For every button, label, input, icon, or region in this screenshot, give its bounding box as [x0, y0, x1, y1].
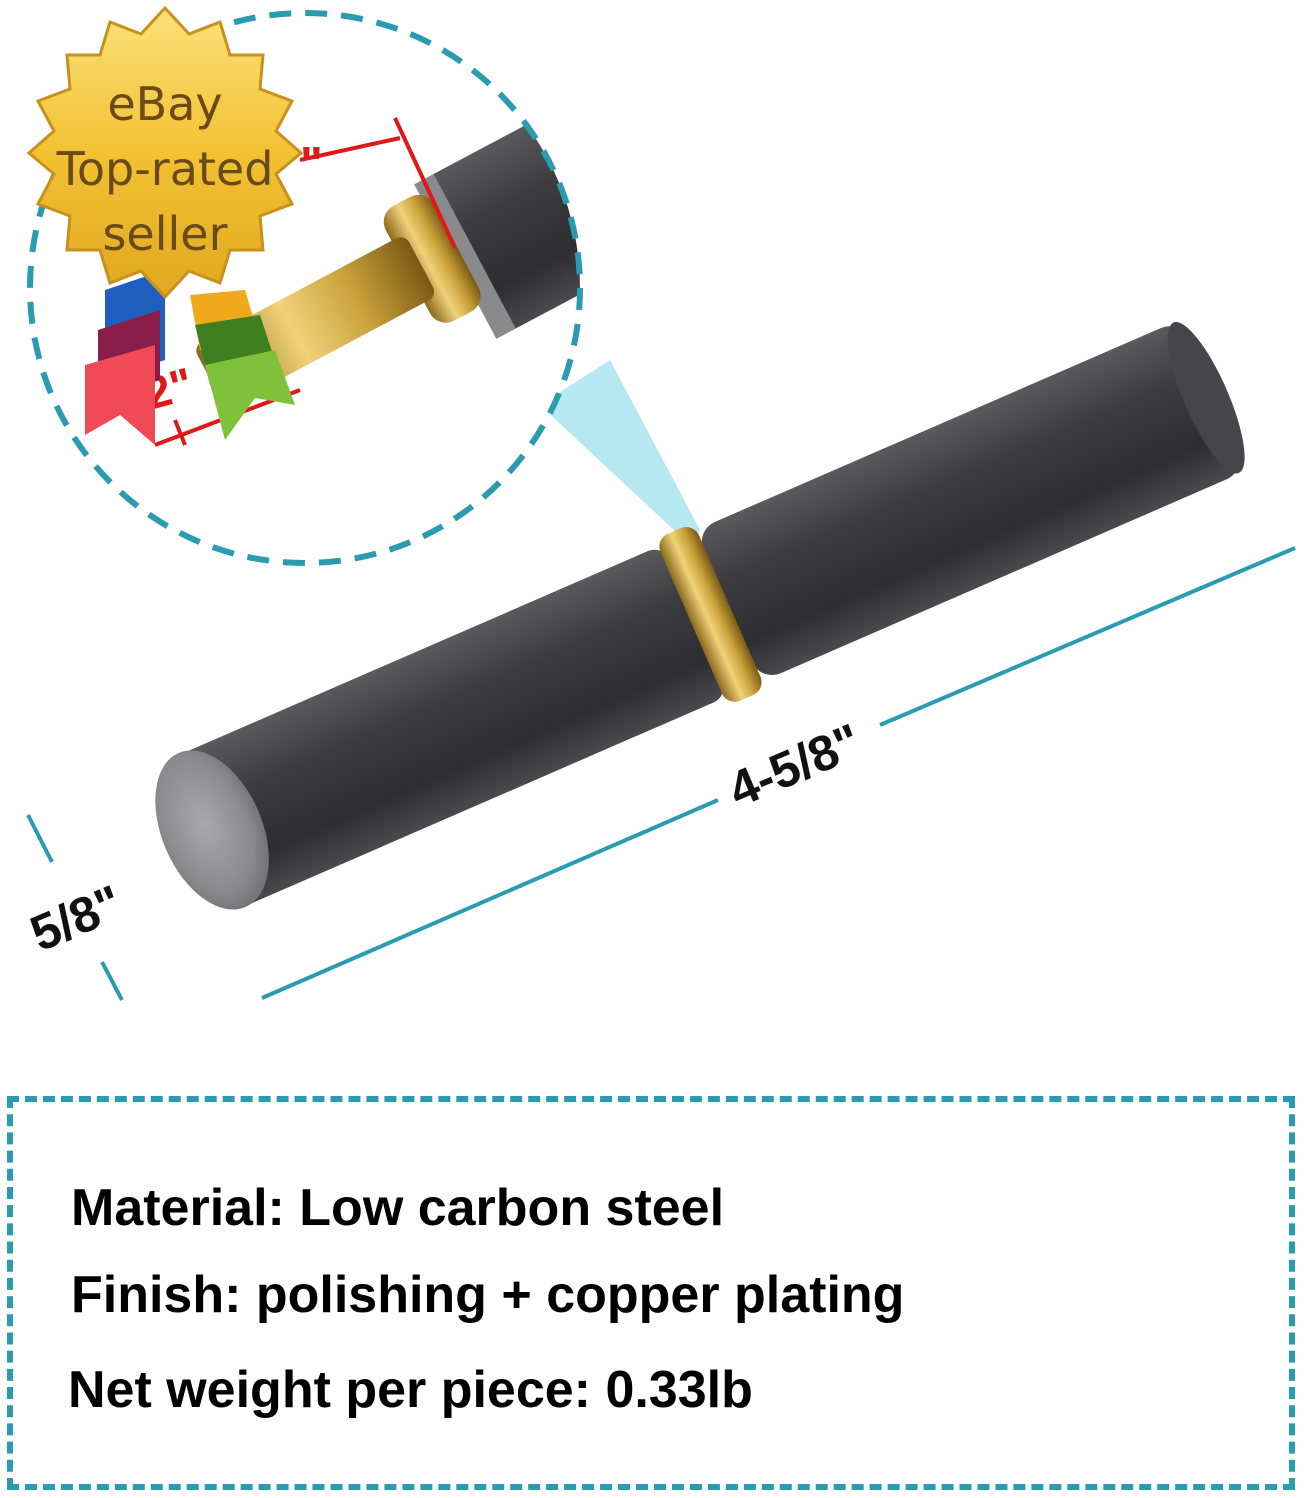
hinge-pin [155, 322, 1245, 910]
hinge-pin-illustration: " 1 2" 4-5/8" 5/8" [22, 5, 1296, 1001]
badge-seal [26, 5, 304, 300]
zoom-callout-wedge [540, 360, 700, 545]
diameter-label: 5/8" [22, 874, 130, 962]
zoom-dim-top: " [300, 138, 323, 191]
diameter-dimension-line [26, 814, 124, 1001]
right-barrel [701, 326, 1240, 676]
badge-line-1: eBay [107, 77, 222, 131]
brass-ring [659, 526, 762, 702]
specifications-box: Material: Low carbon steel Finish: polis… [7, 1096, 1295, 1490]
spec-finish: Finish: polishing + copper plating [71, 1266, 905, 1324]
spec-weight: Net weight per piece: 0.33lb [68, 1361, 753, 1419]
zoom-circle-border [27, 10, 583, 566]
spec-material: Material: Low carbon steel [71, 1179, 725, 1237]
badge-ribbon-left [85, 270, 165, 445]
badge-line-2: Top-rated [56, 142, 274, 196]
length-dimension-line [261, 546, 1296, 1000]
badge-ribbon-right [190, 290, 295, 440]
badge-line-3: seller [102, 207, 227, 261]
pin-end-face [155, 750, 269, 910]
length-label: 4-5/8" [720, 713, 869, 818]
left-barrel [167, 549, 724, 909]
top-rated-seller-badge: eBay Top-rated seller [26, 5, 304, 445]
